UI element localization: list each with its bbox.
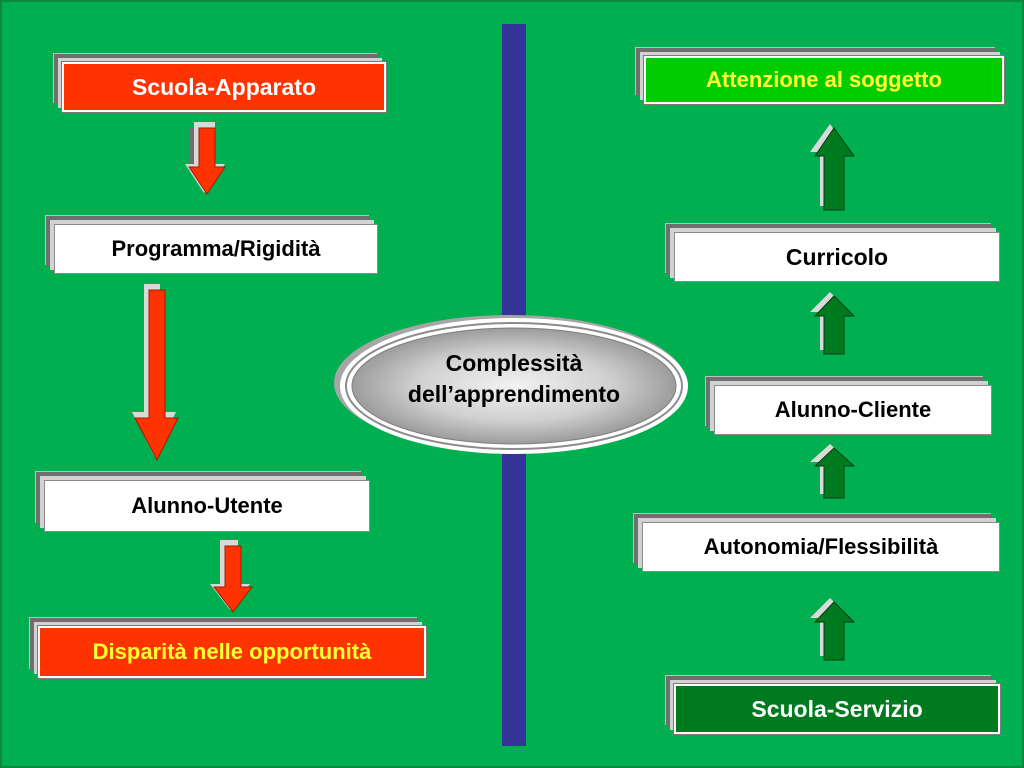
up-arrow-icon xyxy=(810,124,855,211)
box-scuola-servizio-label: Scuola-Servizio xyxy=(751,695,923,722)
box-disparita: Disparità nelle opportunità xyxy=(37,625,427,679)
up-arrow-icon xyxy=(810,292,856,355)
box-alunno-utente: Alunno-Utente xyxy=(44,480,370,532)
center-text-line2: dell’apprendimento xyxy=(407,381,621,407)
box-attenzione-al-soggetto: Attenzione al soggetto xyxy=(643,55,1005,105)
center-text-line1: Complessità xyxy=(445,350,583,376)
box-autonomia-flessibilita: Autonomia/Flessibilità xyxy=(642,522,1000,572)
box-alunno-cliente-label: Alunno-Cliente xyxy=(774,397,932,422)
box-disparita-label: Disparità nelle opportunità xyxy=(92,639,372,664)
down-arrow-icon xyxy=(210,540,254,613)
box-alunno-utente-label: Alunno-Utente xyxy=(131,493,283,518)
down-arrow-icon xyxy=(132,284,179,462)
center-ellipse xyxy=(334,315,688,454)
box-programma-rigidita-label: Programma/Rigidità xyxy=(111,236,321,261)
up-arrow-icon xyxy=(810,444,856,499)
up-arrow-icon xyxy=(810,598,856,661)
box-autonomia-label: Autonomia/Flessibilità xyxy=(703,534,939,559)
down-arrow-icon xyxy=(185,122,226,195)
box-alunno-cliente: Alunno-Cliente xyxy=(714,385,992,435)
box-scuola-apparato-label: Scuola-Apparato xyxy=(131,73,317,100)
box-curricolo: Curricolo xyxy=(674,232,1000,282)
box-curricolo-label: Curricolo xyxy=(785,243,889,270)
box-scuola-apparato: Scuola-Apparato xyxy=(61,61,387,113)
center-ellipse-text: Complessità dell’apprendimento xyxy=(342,348,686,410)
box-attenzione-label: Attenzione al soggetto xyxy=(706,67,942,92)
box-scuola-servizio: Scuola-Servizio xyxy=(673,683,1001,735)
box-programma-rigidita: Programma/Rigidità xyxy=(54,224,378,274)
